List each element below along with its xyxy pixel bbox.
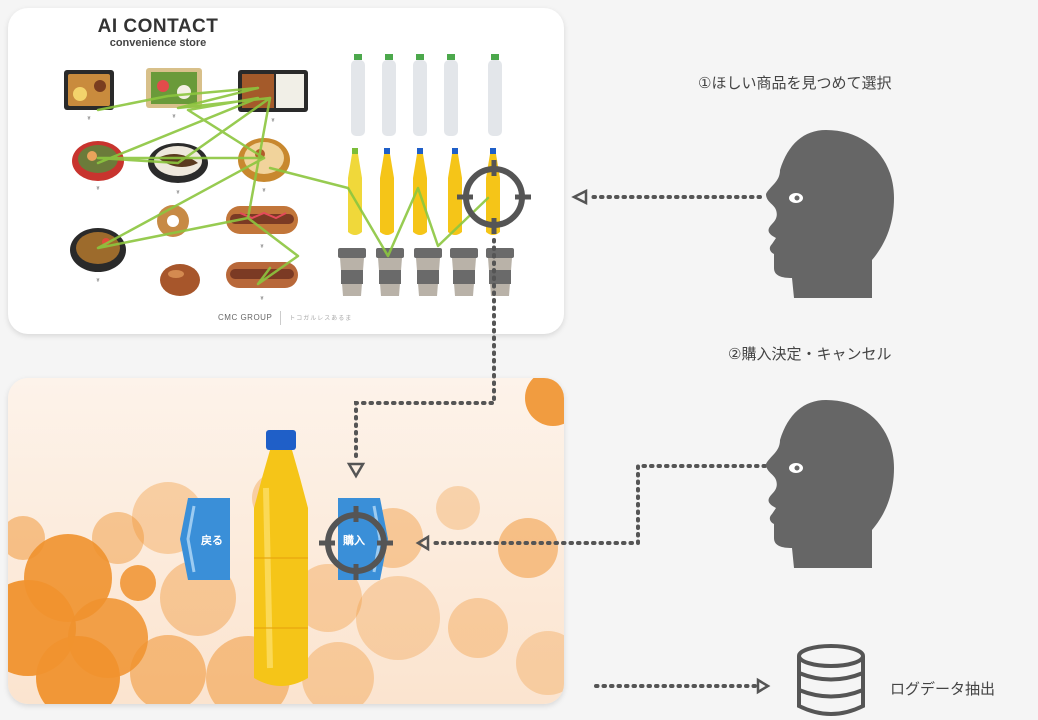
footer-jp: トコガルレスあるま xyxy=(289,316,353,323)
store-shelf: ¥ ¥ ¥ ¥ ¥ xyxy=(64,54,514,302)
back-button[interactable]: 戻る xyxy=(180,498,230,580)
head-profile-icon xyxy=(766,130,894,298)
selected-product-bottle xyxy=(254,430,308,686)
store-footer: CMC GROUP トコガルレスあるま xyxy=(218,311,352,325)
store-subtitle: convenience store xyxy=(109,37,207,49)
purchase-screen: 戻る 購入 xyxy=(8,378,564,704)
step2-label: ②購入決定・キャンセル xyxy=(728,345,892,363)
arrow-left-icon xyxy=(415,534,430,552)
svg-text:¥: ¥ xyxy=(260,296,263,302)
arrow-right-icon xyxy=(756,677,771,695)
footer-brand: CMC GROUP xyxy=(218,313,273,323)
gaze-line-step2 xyxy=(433,464,767,545)
arrow-left-icon xyxy=(571,188,588,206)
back-label: 戻る xyxy=(200,533,223,547)
store-title: AI CONTACT xyxy=(97,16,219,37)
buy-label: 購入 xyxy=(342,533,365,547)
flow-line-to-purchase xyxy=(354,238,496,462)
svg-text:¥: ¥ xyxy=(176,190,179,196)
step3-label: ログデータ抽出 xyxy=(890,680,996,698)
svg-text:¥: ¥ xyxy=(96,186,99,192)
food-item-hotdog-1[interactable]: ¥ xyxy=(226,206,298,250)
food-item-bento-1[interactable]: ¥ xyxy=(64,70,114,122)
gaze-target-icon xyxy=(457,160,531,234)
svg-text:¥: ¥ xyxy=(271,118,274,124)
juice-bottle-row[interactable] xyxy=(348,148,500,235)
step1-label: ①ほしい商品を見つめて選択 xyxy=(698,74,892,92)
head-profile-icon xyxy=(766,400,894,568)
store-screen: AI CONTACT convenience store ¥ ¥ ¥ xyxy=(8,8,564,334)
database-icon xyxy=(797,644,865,716)
food-item-bread[interactable] xyxy=(160,264,200,296)
water-bottle-row[interactable] xyxy=(351,54,502,136)
gaze-path xyxy=(96,86,490,286)
svg-text:¥: ¥ xyxy=(96,278,99,284)
svg-text:¥: ¥ xyxy=(87,116,90,122)
svg-text:¥: ¥ xyxy=(260,244,263,250)
svg-text:¥: ¥ xyxy=(262,188,265,194)
gaze-target-icon xyxy=(319,506,393,580)
svg-text:¥: ¥ xyxy=(172,114,175,120)
purchase-backdrop: 戻る 購入 xyxy=(8,378,564,704)
arrow-down-icon xyxy=(346,462,366,479)
